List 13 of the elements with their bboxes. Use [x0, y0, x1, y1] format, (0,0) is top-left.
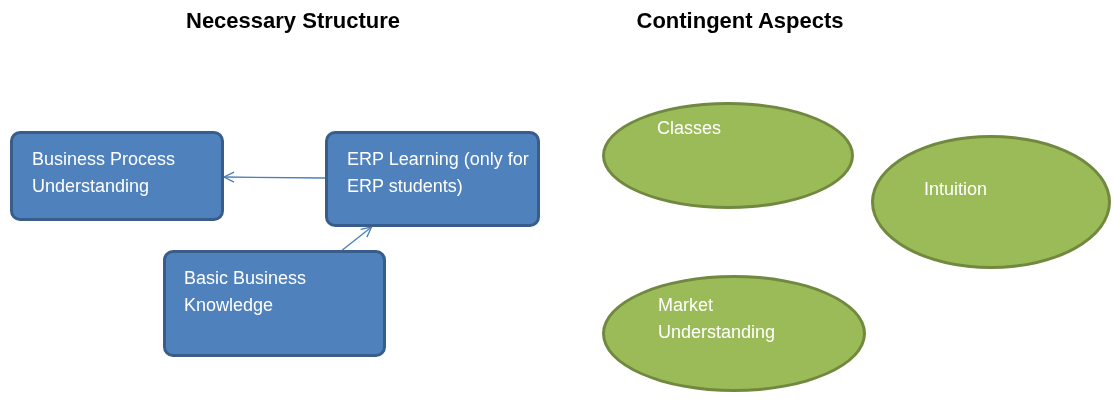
node-label: Market Understanding: [658, 294, 777, 344]
section-heading: Necessary Structure: [186, 8, 400, 34]
process-box: [10, 131, 224, 221]
node-label: Basic Business Knowledge: [184, 267, 308, 317]
node-label: ERP Learning (only for ERP students): [347, 148, 530, 198]
section-heading: Contingent Aspects: [636, 8, 844, 34]
node-label: Classes: [657, 117, 723, 140]
arrow: [223, 171, 326, 183]
arrow: [341, 226, 373, 251]
process-box: [325, 131, 540, 227]
process-box: [163, 250, 386, 357]
node-label: Business Process Understanding: [32, 148, 177, 198]
node-label: Intuition: [924, 178, 989, 201]
